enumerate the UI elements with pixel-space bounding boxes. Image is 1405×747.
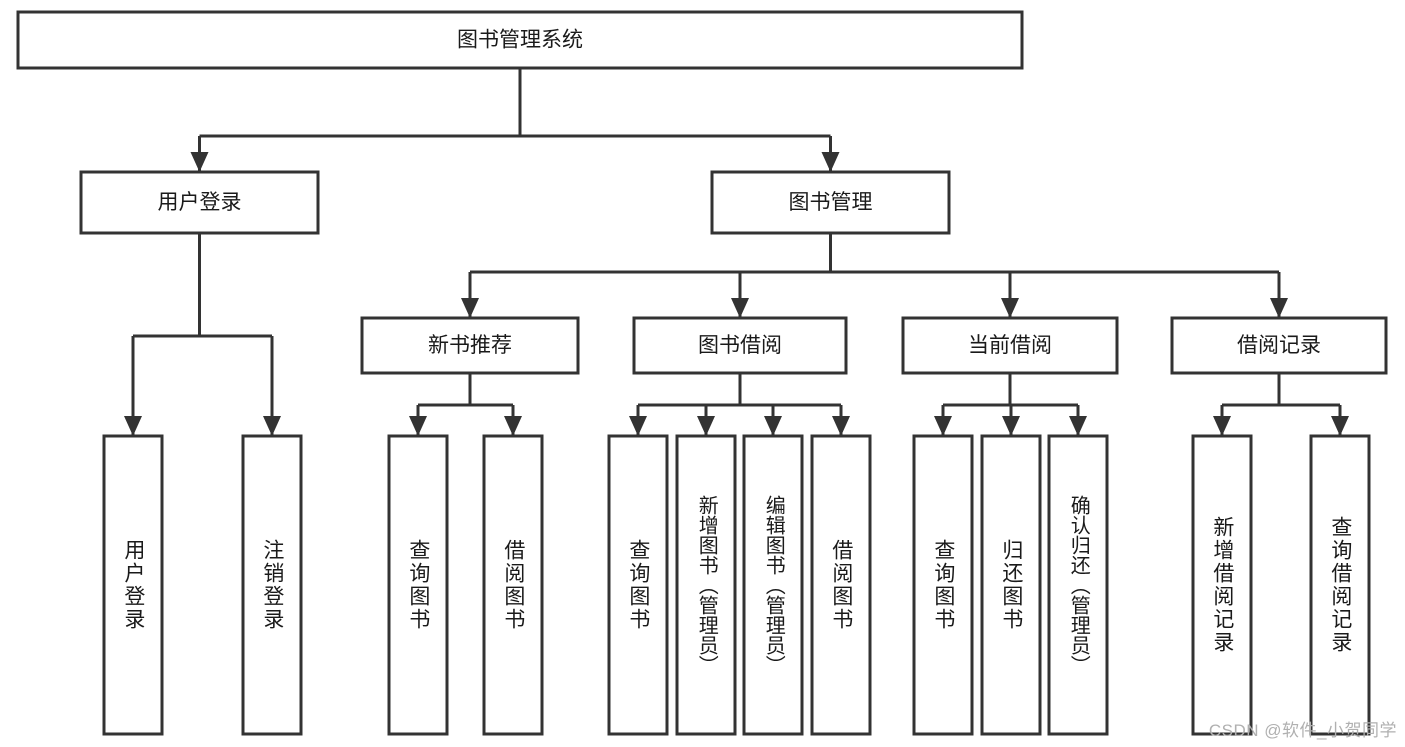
node-box-l-add-record[interactable] [1191,434,1253,736]
node-box-n-book-mgmt[interactable] [710,170,951,235]
node-box-n-new-book-rec[interactable] [360,316,580,375]
node-box-l-borrow-book-1[interactable] [482,434,544,736]
node-label-n-user-login: 用户登录 [158,191,242,214]
arrow-head-icon [1331,416,1349,436]
node-label-n-borrow-record: 借阅记录 [1237,334,1321,357]
arrow-head-icon [190,152,209,172]
node-box-n-book-borrow[interactable] [632,316,848,375]
node-label-root: 图书管理系统 [457,29,583,52]
node-label-n-book-borrow: 图书借阅 [698,334,782,357]
node-label-n-new-book-rec: 新书推荐 [428,334,512,357]
arrow-head-icon [504,416,522,436]
arrow-head-icon [1270,298,1288,318]
arrow-head-icon [263,416,281,436]
arrow-head-icon [1213,416,1231,436]
csdn-watermark: CSDN @软件_小贺同学 [1208,721,1397,740]
arrow-head-icon [1002,416,1020,436]
arrow-head-icon [832,416,850,436]
node-box-n-user-login[interactable] [79,170,320,235]
arrow-head-icon [1001,298,1019,318]
node-box-l-logout[interactable] [241,434,303,736]
node-box-l-add-book[interactable] [675,434,737,736]
node-box-l-query-book-3[interactable] [912,434,974,736]
node-box-l-query-book-1[interactable] [387,434,449,736]
connector-layer [124,68,1349,436]
node-box-l-query-record[interactable] [1309,434,1371,736]
arrow-head-icon [1069,416,1087,436]
node-box-l-borrow-book-2[interactable] [810,434,872,736]
node-box-l-confirm-return[interactable] [1047,434,1109,736]
arrow-head-icon [409,416,427,436]
node-box-l-user-login[interactable] [102,434,164,736]
node-box-layer [16,10,1388,736]
node-label-n-current-borrow: 当前借阅 [968,334,1052,357]
node-box-l-edit-book[interactable] [742,434,804,736]
node-label-n-book-mgmt: 图书管理 [789,191,873,214]
node-box-l-query-book-2[interactable] [607,434,669,736]
node-box-root[interactable] [16,10,1024,70]
arrow-head-icon [461,298,479,318]
arrow-head-icon [934,416,952,436]
arrow-head-icon [821,152,840,172]
arrow-head-icon [697,416,715,436]
node-box-l-return-book[interactable] [980,434,1042,736]
node-box-n-current-borrow[interactable] [901,316,1119,375]
node-box-n-borrow-record[interactable] [1170,316,1388,375]
arrow-head-icon [731,298,749,318]
arrow-head-icon [629,416,647,436]
arrow-head-icon [764,416,782,436]
arrow-head-icon [124,416,142,436]
